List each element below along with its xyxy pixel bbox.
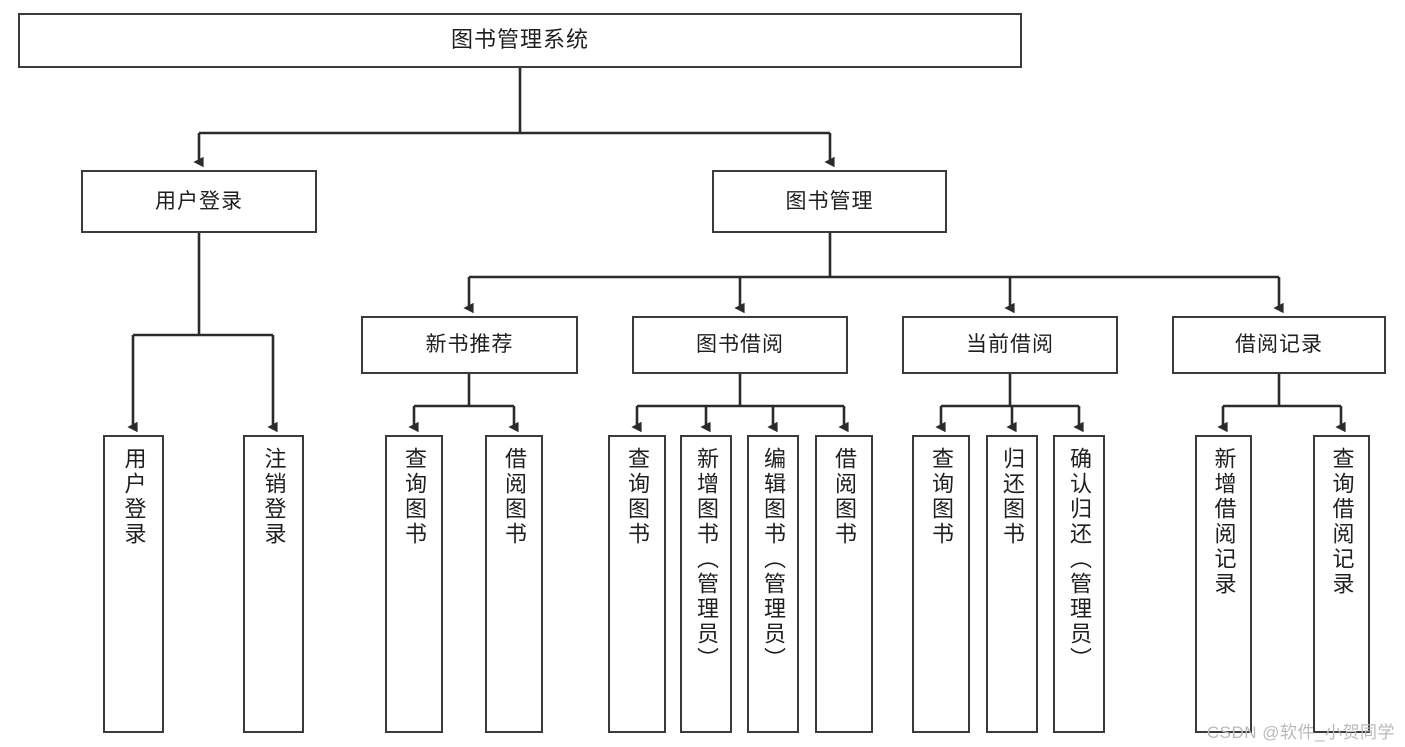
- node-label: 图书借阅: [696, 333, 784, 357]
- node-borrowing-record[interactable]: 借阅记录: [1172, 316, 1386, 374]
- node-leaf-confirm-return-admin[interactable]: 确认归还（管理员）: [1053, 435, 1105, 733]
- node-label: 用户登录: [121, 447, 147, 547]
- node-label: 查询图书: [625, 447, 650, 547]
- node-leaf-user-login[interactable]: 用户登录: [103, 435, 164, 733]
- node-label: 图书管理: [785, 189, 874, 213]
- node-leaf-query-book-borrow[interactable]: 查询图书: [608, 435, 666, 733]
- node-label: 新书推荐: [425, 333, 514, 357]
- node-root-book-management-system[interactable]: 图书管理系统: [18, 13, 1022, 68]
- node-label: 当前借阅: [966, 333, 1054, 357]
- node-leaf-add-book-admin[interactable]: 新增图书（管理员）: [680, 435, 732, 733]
- node-label: 归还图书: [1000, 447, 1025, 547]
- node-user-login[interactable]: 用户登录: [81, 170, 317, 233]
- node-label: 查询借阅记录: [1329, 447, 1355, 597]
- node-leaf-logout[interactable]: 注销登录: [243, 435, 304, 733]
- node-leaf-borrow-book[interactable]: 借阅图书: [815, 435, 873, 733]
- node-label: 借阅记录: [1235, 333, 1323, 357]
- node-label: 编辑图书（管理员）: [761, 447, 786, 672]
- node-label: 图书管理系统: [450, 27, 589, 53]
- node-book-borrowing[interactable]: 图书借阅: [632, 316, 848, 374]
- node-label: 查询图书: [929, 447, 954, 547]
- node-label: 借阅图书: [502, 447, 527, 547]
- node-label: 注销登录: [261, 447, 287, 547]
- node-label: 用户登录: [155, 189, 243, 213]
- node-label: 查询图书: [402, 447, 427, 547]
- node-label: 新增借阅记录: [1211, 447, 1237, 597]
- node-label: 确认归还（管理员）: [1067, 447, 1092, 672]
- node-current-borrowing[interactable]: 当前借阅: [902, 316, 1118, 374]
- node-new-book-recommendation[interactable]: 新书推荐: [361, 316, 578, 374]
- watermark-text: CSDN @软件_小贺同学: [1206, 723, 1395, 742]
- node-leaf-add-borrow-record[interactable]: 新增借阅记录: [1195, 435, 1252, 733]
- node-book-management[interactable]: 图书管理: [712, 170, 947, 233]
- node-leaf-edit-book-admin[interactable]: 编辑图书（管理员）: [747, 435, 799, 733]
- node-label: 新增图书（管理员）: [694, 447, 719, 672]
- node-label: 借阅图书: [832, 447, 857, 547]
- node-leaf-borrow-book-rec[interactable]: 借阅图书: [485, 435, 543, 733]
- node-leaf-query-borrow-record[interactable]: 查询借阅记录: [1313, 435, 1370, 733]
- node-leaf-query-book-current[interactable]: 查询图书: [912, 435, 970, 733]
- node-leaf-return-book[interactable]: 归还图书: [986, 435, 1038, 733]
- node-leaf-query-book-rec[interactable]: 查询图书: [385, 435, 443, 733]
